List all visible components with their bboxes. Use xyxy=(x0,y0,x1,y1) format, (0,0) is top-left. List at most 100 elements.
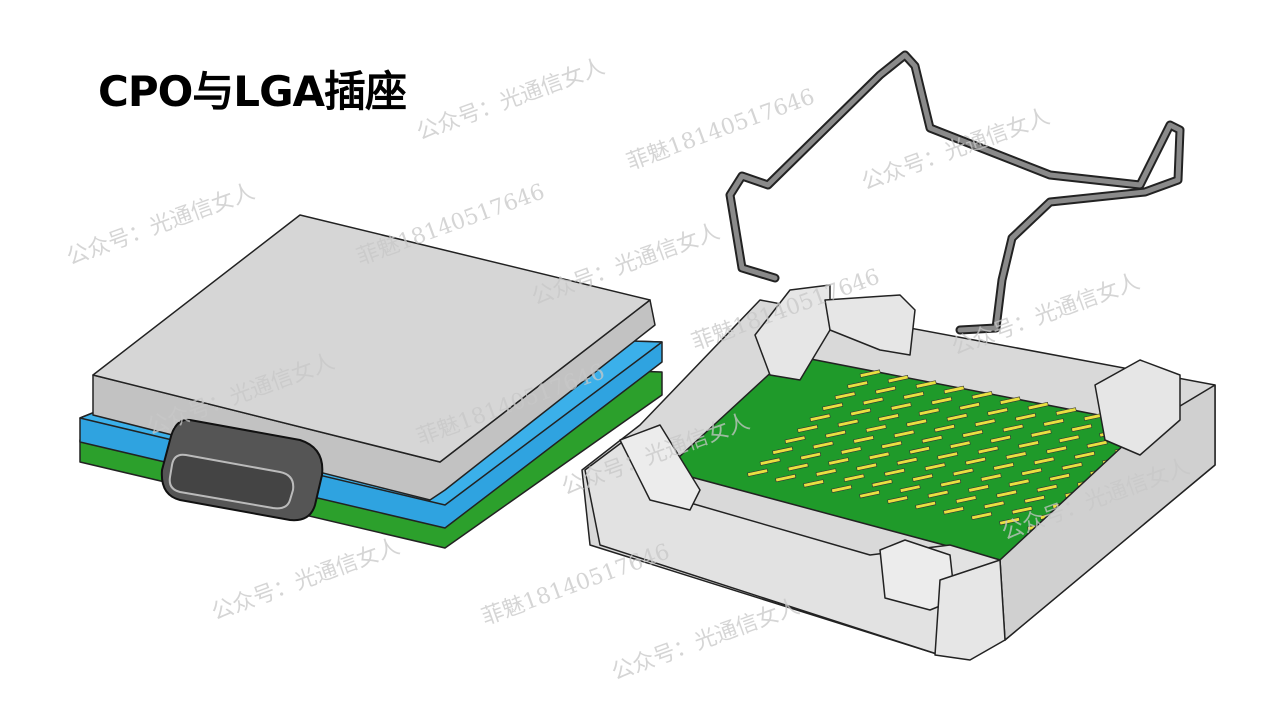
contact-pad xyxy=(996,489,1018,498)
contact-pad xyxy=(906,418,928,427)
contact-pad xyxy=(952,467,974,477)
contact-pad xyxy=(1021,467,1043,476)
contact-pad xyxy=(865,424,887,433)
contact-pad xyxy=(924,462,946,471)
contact-pad xyxy=(862,396,884,406)
contact-pad xyxy=(959,402,981,411)
contact-pad xyxy=(837,418,859,428)
cpo-module xyxy=(79,214,663,549)
contact-pad xyxy=(809,413,831,422)
latch-back xyxy=(824,294,916,356)
contact-pad xyxy=(915,500,937,510)
contact-pad xyxy=(797,424,819,433)
contact-pad xyxy=(903,391,925,400)
contact-pad xyxy=(772,446,794,455)
contact-pad xyxy=(853,435,875,444)
contact-pad xyxy=(825,429,847,439)
contact-pad xyxy=(943,506,965,515)
contact-pad xyxy=(937,451,959,460)
contact-pad xyxy=(859,490,881,499)
contact-pad xyxy=(871,479,893,488)
contact-pad xyxy=(1018,440,1040,449)
contact-pad xyxy=(949,440,971,449)
contact-pad xyxy=(1024,495,1046,504)
contact-pad xyxy=(1030,429,1052,438)
contact-pad xyxy=(896,457,918,466)
contact-pad xyxy=(999,396,1021,405)
watermark-account: 公众号：光通信女人 xyxy=(209,534,404,625)
corner-post-front xyxy=(934,559,1006,661)
contact-pad xyxy=(962,429,984,438)
contact-pad xyxy=(878,413,900,422)
contact-pad xyxy=(787,462,809,472)
contact-pad xyxy=(850,407,872,417)
contact-pad xyxy=(881,440,903,449)
contact-pad xyxy=(831,484,853,493)
contact-pad xyxy=(775,473,797,483)
lga-socket xyxy=(581,284,1216,661)
contact-pad xyxy=(927,489,949,499)
contact-pad xyxy=(899,484,921,493)
contact-pad xyxy=(803,479,825,488)
contact-pad xyxy=(847,380,869,389)
contact-pad xyxy=(843,473,865,482)
contact-pad xyxy=(1046,445,1068,454)
contact-pad xyxy=(909,446,931,455)
corner-post-right xyxy=(1094,359,1181,456)
contact-pad xyxy=(971,391,993,400)
contact-pad xyxy=(893,429,915,438)
contact-pad xyxy=(965,456,987,466)
contact-pad xyxy=(980,473,1002,482)
contact-pad xyxy=(990,434,1012,444)
contact-pad xyxy=(1015,412,1037,422)
watermark-contact: 菲魅18140517646 xyxy=(479,539,674,630)
contact-pad xyxy=(840,446,862,455)
contact-pad xyxy=(784,435,806,444)
contact-pad xyxy=(946,413,968,422)
contact-pad xyxy=(759,457,781,466)
contact-pad xyxy=(918,407,940,416)
watermark-account: 公众号：光通信女人 xyxy=(414,54,609,145)
contact-pad xyxy=(800,451,822,461)
contact-pad xyxy=(912,473,934,482)
latch-left xyxy=(619,424,701,511)
contact-pad xyxy=(1011,506,1033,515)
watermark-account: 公众号：光通信女人 xyxy=(859,104,1054,195)
contact-pad xyxy=(987,407,1009,416)
contact-pad xyxy=(887,495,909,504)
contact-pad xyxy=(915,380,937,389)
contact-pad xyxy=(971,511,993,520)
contact-pad xyxy=(1043,418,1065,427)
contact-pad xyxy=(890,402,912,411)
contact-pad xyxy=(747,468,769,477)
contact-pad xyxy=(884,468,906,477)
contact-pad xyxy=(931,396,953,405)
contact-pad xyxy=(1002,423,1024,433)
contact-pad xyxy=(974,418,996,427)
contact-pad xyxy=(868,451,890,460)
contact-pad xyxy=(1005,451,1027,460)
contact-pad xyxy=(834,391,856,400)
page-title: CPO与LGA插座 xyxy=(98,67,407,116)
contact-pad xyxy=(859,369,881,378)
contact-pad xyxy=(993,462,1015,471)
contact-pad xyxy=(921,435,943,444)
contact-pad xyxy=(983,500,1005,509)
contact-pad xyxy=(812,440,834,450)
contact-pad xyxy=(887,374,909,384)
watermark-account: 公众号：光通信女人 xyxy=(949,269,1144,360)
contact-pad xyxy=(1074,451,1096,460)
contact-pad xyxy=(1036,484,1058,493)
contact-pad xyxy=(943,385,965,394)
contact-pad xyxy=(999,517,1021,526)
optical-connector xyxy=(160,418,324,522)
contact-pad xyxy=(856,462,878,471)
contact-pad xyxy=(1049,473,1071,482)
contact-pad xyxy=(1055,407,1077,416)
watermark-account: 公众号：光通信女人 xyxy=(64,179,259,270)
contact-pad xyxy=(977,445,999,455)
contact-pad xyxy=(940,478,962,488)
contact-pad xyxy=(1086,440,1108,449)
